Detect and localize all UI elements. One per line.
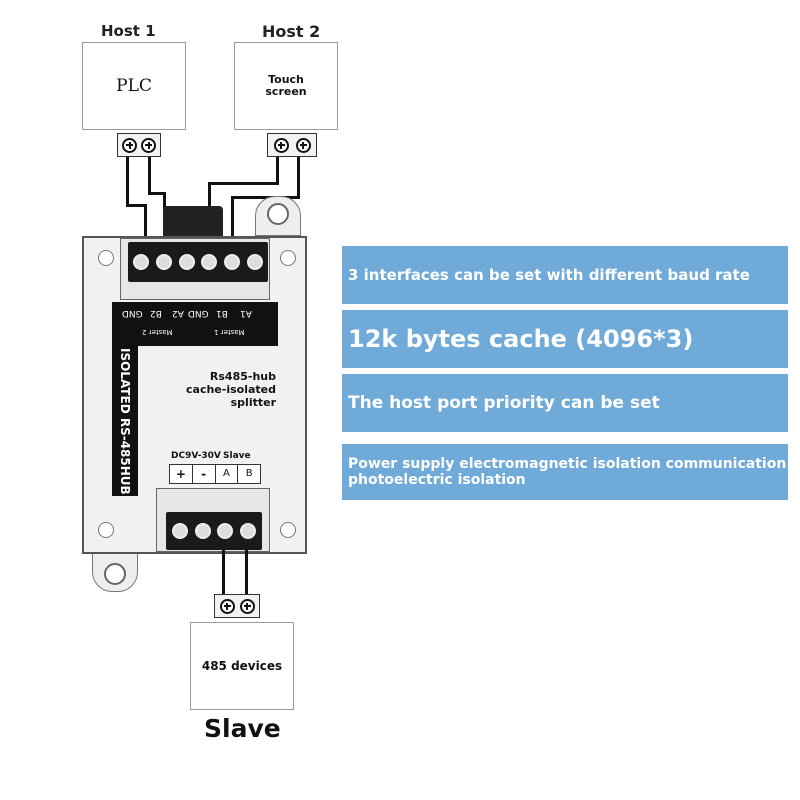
wire — [222, 550, 225, 596]
terminal-screw-icon — [239, 523, 256, 539]
power-label: DC9V-30V — [171, 451, 221, 461]
wire — [148, 192, 166, 195]
slave-device-label: 485 devices — [201, 659, 283, 673]
host1-terminal — [117, 133, 161, 157]
vertical-label-bar: ISOLATED RS-485HUB — [112, 346, 138, 496]
pin-label: A — [216, 465, 239, 483]
feature-text: The host port priority can be set — [348, 393, 660, 413]
wire — [126, 157, 129, 207]
module-description: Rs485-hub cache-isolated splitter — [170, 370, 276, 409]
master-label: Master 2 — [142, 328, 173, 336]
host2-terminal — [267, 133, 317, 157]
terminal-screw-icon — [133, 254, 150, 270]
wire — [144, 204, 147, 240]
screw-hole-icon — [280, 250, 296, 266]
slave-device-box: 485 devices — [190, 622, 294, 710]
terminal-screw-icon — [194, 523, 211, 539]
host2-device-box: Touch screen — [234, 42, 338, 130]
wire — [208, 182, 279, 185]
feature-banner: 3 interfaces can be set with different b… — [342, 246, 788, 304]
pin-label: B1 — [216, 308, 228, 318]
host1-title: Host 1 — [101, 22, 156, 40]
pin-label: B2 — [150, 308, 162, 318]
pin-label: A2 — [172, 308, 184, 318]
pin-label: B — [245, 468, 253, 479]
mounting-ear-top — [255, 196, 301, 236]
master-label: Master 1 — [214, 328, 245, 336]
wire — [276, 157, 279, 185]
terminal-screw-icon — [223, 254, 240, 270]
description-line: splitter — [230, 396, 276, 409]
slave-port-label: Slave — [223, 451, 251, 461]
terminal-screw-icon — [178, 254, 195, 270]
description-line: cache-isolated — [186, 383, 276, 396]
vertical-label: ISOLATED RS-485HUB — [118, 347, 132, 495]
bottom-pin-labels: + - A B — [169, 464, 261, 484]
screw-icon — [239, 598, 255, 614]
mounting-hole-icon — [104, 563, 126, 585]
feature-banner: 12k bytes cache (4096*3) — [342, 310, 788, 368]
terminal-screw-icon — [201, 254, 218, 270]
din-clip — [163, 206, 223, 240]
pin-label: - — [193, 465, 216, 483]
feature-text: 12k bytes cache (4096*3) — [348, 325, 694, 353]
feature-banner: The host port priority can be set — [342, 374, 788, 432]
screw-hole-icon — [98, 522, 114, 538]
terminal-screw-icon — [172, 523, 189, 539]
terminal-screw-icon — [246, 254, 263, 270]
wire — [231, 196, 234, 240]
feature-text: 3 interfaces can be set with different b… — [348, 266, 750, 284]
screw-icon — [122, 137, 137, 153]
slave-title: Slave — [204, 714, 281, 743]
pin-label: + — [170, 465, 193, 483]
slave-terminal — [214, 594, 260, 618]
wire — [148, 157, 151, 195]
screw-hole-icon — [98, 250, 114, 266]
description-line: Rs485-hub — [209, 370, 276, 383]
wire — [245, 550, 248, 596]
host1-device-box: PLC — [82, 42, 186, 130]
pin-label: A1 — [240, 308, 252, 318]
pin-label: GND — [122, 308, 143, 318]
pin-label-strip: A1 B1 GND A2 B2 GND Master 1 Master 2 — [112, 302, 278, 346]
bottom-terminal-block — [166, 512, 262, 550]
mounting-ear-bottom — [92, 552, 138, 592]
top-terminal-block — [128, 242, 268, 282]
wire — [297, 157, 300, 199]
feature-banner: Power supply electromagnetic isolation c… — [342, 444, 788, 500]
terminal-screw-icon — [217, 523, 234, 539]
feature-text: Power supply electromagnetic isolation c… — [348, 456, 787, 488]
host2-title: Host 2 — [262, 22, 321, 41]
terminal-screw-icon — [155, 254, 172, 270]
screw-icon — [141, 137, 156, 153]
host1-device-label: PLC — [116, 76, 152, 96]
screw-hole-icon — [280, 522, 296, 538]
host2-device-label: Touch screen — [265, 73, 307, 98]
pin-label: GND — [188, 308, 209, 318]
screw-icon — [273, 137, 289, 153]
screw-icon — [295, 137, 311, 153]
wire — [126, 204, 147, 207]
mounting-hole-icon — [267, 203, 289, 225]
screw-icon — [219, 598, 235, 614]
